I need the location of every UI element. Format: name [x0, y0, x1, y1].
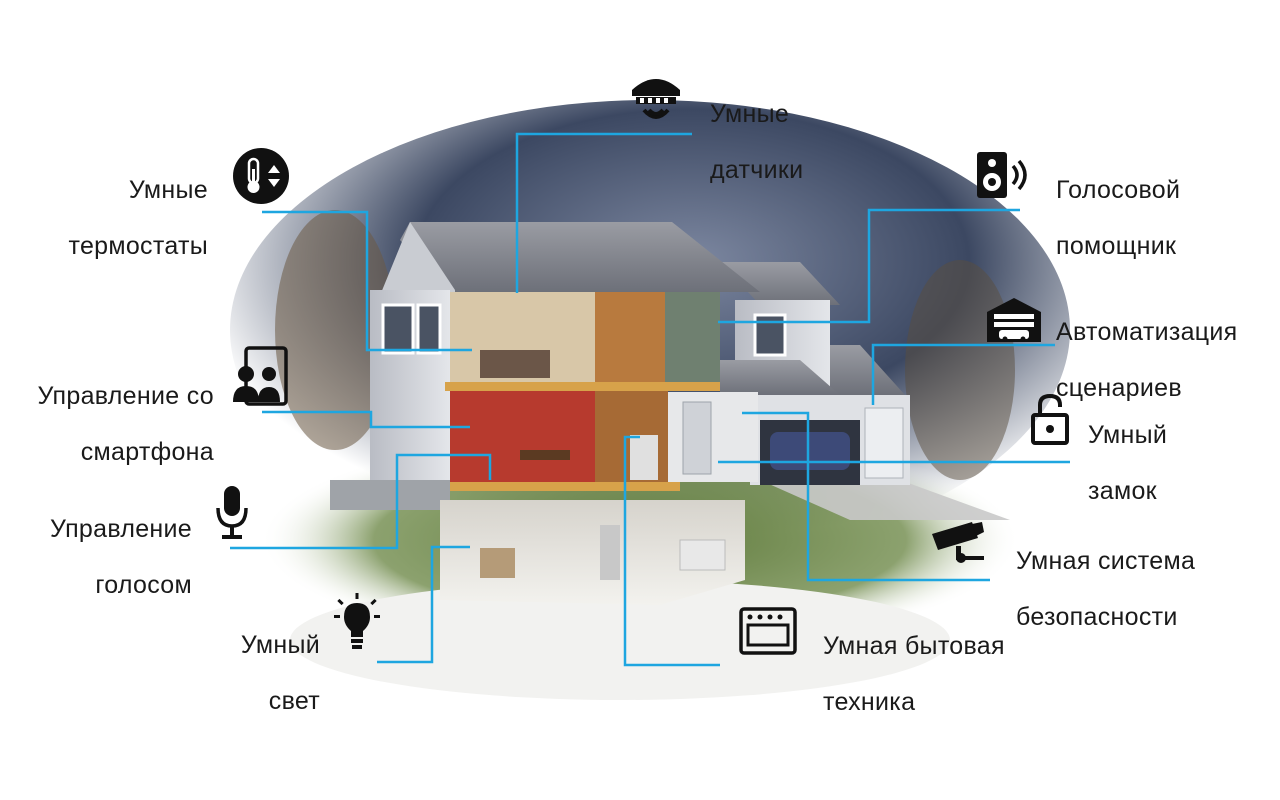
connector-sensors	[515, 132, 692, 293]
label-lock-line2: замок	[1088, 477, 1157, 505]
label-thermostats-line2: термостаты	[68, 232, 208, 260]
label-appliances-line2: техника	[823, 688, 916, 716]
label-automation-line2: сценариев	[1056, 374, 1182, 402]
connector-lines	[230, 132, 1070, 667]
label-smartphone-line2: смартфона	[80, 438, 214, 466]
driveway	[760, 480, 1010, 520]
basement	[440, 500, 745, 605]
label-sensors-line2: датчики	[710, 156, 804, 184]
front-door	[682, 401, 712, 475]
smoke-detector-icon	[632, 79, 680, 119]
label-light: Умный свет	[241, 603, 320, 743]
label-sensors-line1: Умные	[710, 100, 790, 128]
porch-roof	[720, 360, 840, 395]
connector-voice-control	[230, 453, 492, 550]
garage-roof	[820, 345, 905, 395]
floor-beam-lower	[440, 482, 680, 491]
label-appliances-line1: Умная бытовая	[823, 632, 1005, 660]
light-bulb-icon	[334, 593, 380, 649]
label-thermostats: Умные термостаты	[68, 148, 208, 288]
label-voice-control-line2: голосом	[95, 571, 192, 599]
label-security: Умная система безопасности	[1016, 519, 1195, 659]
bed	[480, 350, 550, 378]
oven-icon	[739, 607, 797, 655]
foundation	[330, 480, 450, 510]
window-left	[381, 303, 415, 355]
speaker-icon	[977, 152, 1027, 198]
dining-table	[520, 450, 570, 460]
connector-thermostats	[262, 210, 472, 352]
microphone-icon	[216, 486, 248, 539]
label-automation: Автоматизация сценариев	[1056, 290, 1238, 430]
label-lock: Умный замок	[1088, 393, 1167, 533]
label-voice-assistant-line2: помощник	[1056, 232, 1177, 260]
connector-appliances	[623, 435, 720, 667]
label-automation-line1: Автоматизация	[1056, 318, 1238, 346]
label-smartphone: Управление со смартфона	[37, 354, 214, 494]
garage-door	[864, 407, 904, 479]
floor-beam-upper	[445, 382, 720, 391]
connector-security	[742, 411, 990, 582]
label-lock-line1: Умный	[1088, 421, 1168, 449]
connector-light	[377, 545, 470, 664]
label-appliances: Умная бытовая техника	[823, 604, 1005, 744]
porch	[668, 392, 758, 482]
office	[665, 292, 720, 384]
window-left-2	[416, 303, 442, 355]
living-room	[450, 391, 595, 483]
label-smartphone-line1: Управление со	[37, 382, 214, 410]
main-roof	[400, 222, 760, 292]
basement-furniture	[480, 548, 515, 578]
garage-icon	[987, 298, 1041, 342]
label-security-line1: Умная система	[1016, 547, 1196, 575]
label-security-line2: безопасности	[1016, 603, 1178, 631]
cctv-camera-icon	[932, 522, 984, 563]
label-sensors: Умные датчики	[710, 72, 803, 212]
label-light-line2: свет	[268, 687, 320, 715]
trees-right	[905, 260, 1015, 480]
connector-voice-assistant	[718, 208, 1020, 324]
trees-left	[275, 210, 395, 450]
label-thermostats-line1: Умные	[128, 176, 208, 204]
label-voice-assistant-line1: Голосовой	[1056, 176, 1181, 204]
padlock-icon	[1031, 393, 1069, 445]
water-heater	[600, 525, 620, 580]
label-light-line1: Умный	[240, 631, 320, 659]
oven-appliance	[630, 435, 658, 480]
car	[770, 432, 850, 470]
label-voice-control: Управление голосом	[50, 487, 192, 627]
label-voice-control-line1: Управление	[50, 515, 192, 543]
side-roof	[720, 262, 840, 305]
washer	[679, 539, 726, 571]
thermostat-icon	[233, 148, 289, 204]
smartphone-icon	[233, 346, 288, 406]
connector-smartphone	[262, 410, 470, 429]
kitchen-upper	[595, 292, 665, 384]
label-voice-assistant: Голосовой помощник	[1056, 148, 1180, 288]
connector-automation	[871, 343, 1055, 405]
